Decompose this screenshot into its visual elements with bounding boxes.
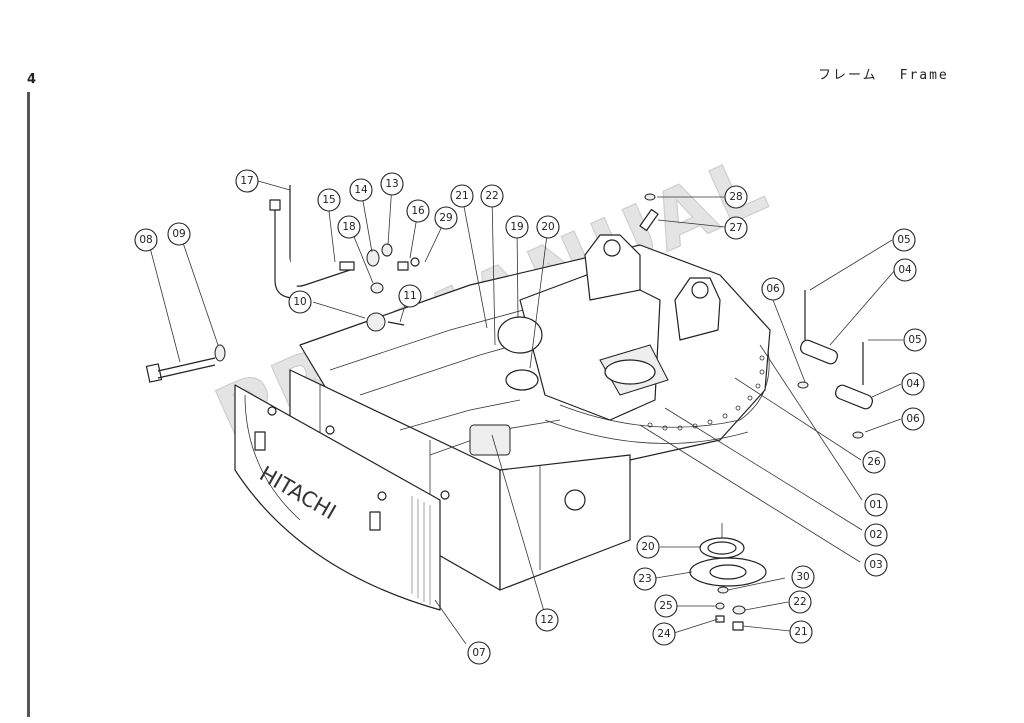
main-frame — [289, 234, 771, 591]
callout-22a: 22 — [480, 184, 504, 208]
callout-06a: 06 — [761, 277, 785, 301]
callout-21b: 21 — [789, 620, 813, 644]
callout-30: 30 — [791, 565, 815, 589]
callout-15: 15 — [317, 188, 341, 212]
svg-text:21: 21 — [455, 190, 468, 202]
bearing-cover-assembly — [689, 537, 767, 631]
svg-text:09: 09 — [172, 228, 185, 240]
callout-17: 17 — [235, 169, 259, 193]
svg-text:20: 20 — [641, 541, 654, 553]
callout-21a: 21 — [450, 184, 474, 208]
callout-05a: 05 — [892, 228, 916, 252]
svg-text:17: 17 — [240, 175, 253, 187]
callout-25: 25 — [654, 594, 678, 618]
svg-text:19: 19 — [510, 221, 523, 233]
svg-text:21: 21 — [794, 626, 807, 638]
svg-text:03: 03 — [869, 559, 882, 571]
callout-20a: 20 — [536, 215, 560, 239]
svg-text:04: 04 — [906, 378, 920, 390]
callout-05b: 05 — [903, 328, 927, 352]
callout-26: 26 — [862, 450, 886, 474]
callout-04b: 04 — [901, 372, 925, 396]
callout-18: 18 — [337, 215, 361, 239]
svg-text:22: 22 — [793, 596, 806, 608]
svg-text:07: 07 — [472, 647, 485, 659]
callout-07: 07 — [467, 641, 491, 665]
callout-20b: 20 — [636, 535, 660, 559]
svg-text:06: 06 — [766, 283, 780, 295]
pins-right — [639, 193, 874, 439]
header-title-en: Frame — [899, 68, 949, 83]
svg-text:18: 18 — [342, 221, 355, 233]
svg-text:05: 05 — [908, 334, 921, 346]
callout-13: 13 — [380, 172, 404, 196]
svg-text:24: 24 — [657, 628, 671, 640]
callout-02: 02 — [864, 523, 888, 547]
svg-text:27: 27 — [729, 222, 742, 234]
callout-24: 24 — [652, 622, 676, 646]
svg-text:23: 23 — [638, 573, 651, 585]
svg-text:20: 20 — [541, 221, 554, 233]
callout-06b: 06 — [901, 407, 925, 431]
svg-text:26: 26 — [867, 456, 881, 468]
svg-text:05: 05 — [897, 234, 910, 246]
callout-01: 01 — [864, 493, 888, 517]
callout-22b: 22 — [788, 590, 812, 614]
svg-text:01: 01 — [869, 499, 882, 511]
svg-text:15: 15 — [322, 194, 335, 206]
callout-29: 29 — [434, 206, 458, 230]
callout-23: 23 — [633, 567, 657, 591]
svg-text:08: 08 — [139, 234, 152, 246]
callout-04a: 04 — [893, 258, 917, 282]
callout-14: 14 — [349, 178, 373, 202]
svg-text:10: 10 — [293, 296, 306, 308]
callout-11: 11 — [398, 284, 422, 308]
svg-text:14: 14 — [354, 184, 368, 196]
counterweight: HITACHI — [234, 384, 441, 611]
page-number: 4 — [27, 72, 37, 87]
counterweight-bolt — [145, 344, 226, 383]
callout-27: 27 — [724, 216, 748, 240]
callout-19: 19 — [505, 215, 529, 239]
svg-text:04: 04 — [898, 264, 912, 276]
header-title-jp: フレーム — [818, 68, 878, 83]
page-header: フレーム Frame — [818, 64, 971, 83]
svg-text:02: 02 — [869, 529, 882, 541]
svg-text:28: 28 — [729, 191, 742, 203]
svg-text:12: 12 — [540, 614, 553, 626]
svg-text:22: 22 — [485, 190, 498, 202]
svg-text:25: 25 — [659, 600, 672, 612]
callout-09: 09 — [167, 222, 191, 246]
svg-text:11: 11 — [403, 290, 416, 302]
svg-text:13: 13 — [385, 178, 398, 190]
callout-10: 10 — [288, 290, 312, 314]
callout-28: 28 — [724, 185, 748, 209]
svg-text:29: 29 — [439, 212, 452, 224]
callout-03: 03 — [864, 553, 888, 577]
margin-rule — [27, 92, 30, 717]
svg-text:06: 06 — [906, 413, 920, 425]
callout-12: 12 — [535, 608, 559, 632]
callout-16: 16 — [406, 199, 430, 223]
svg-text:30: 30 — [796, 571, 809, 583]
svg-text:16: 16 — [411, 205, 425, 217]
callout-08: 08 — [134, 228, 158, 252]
